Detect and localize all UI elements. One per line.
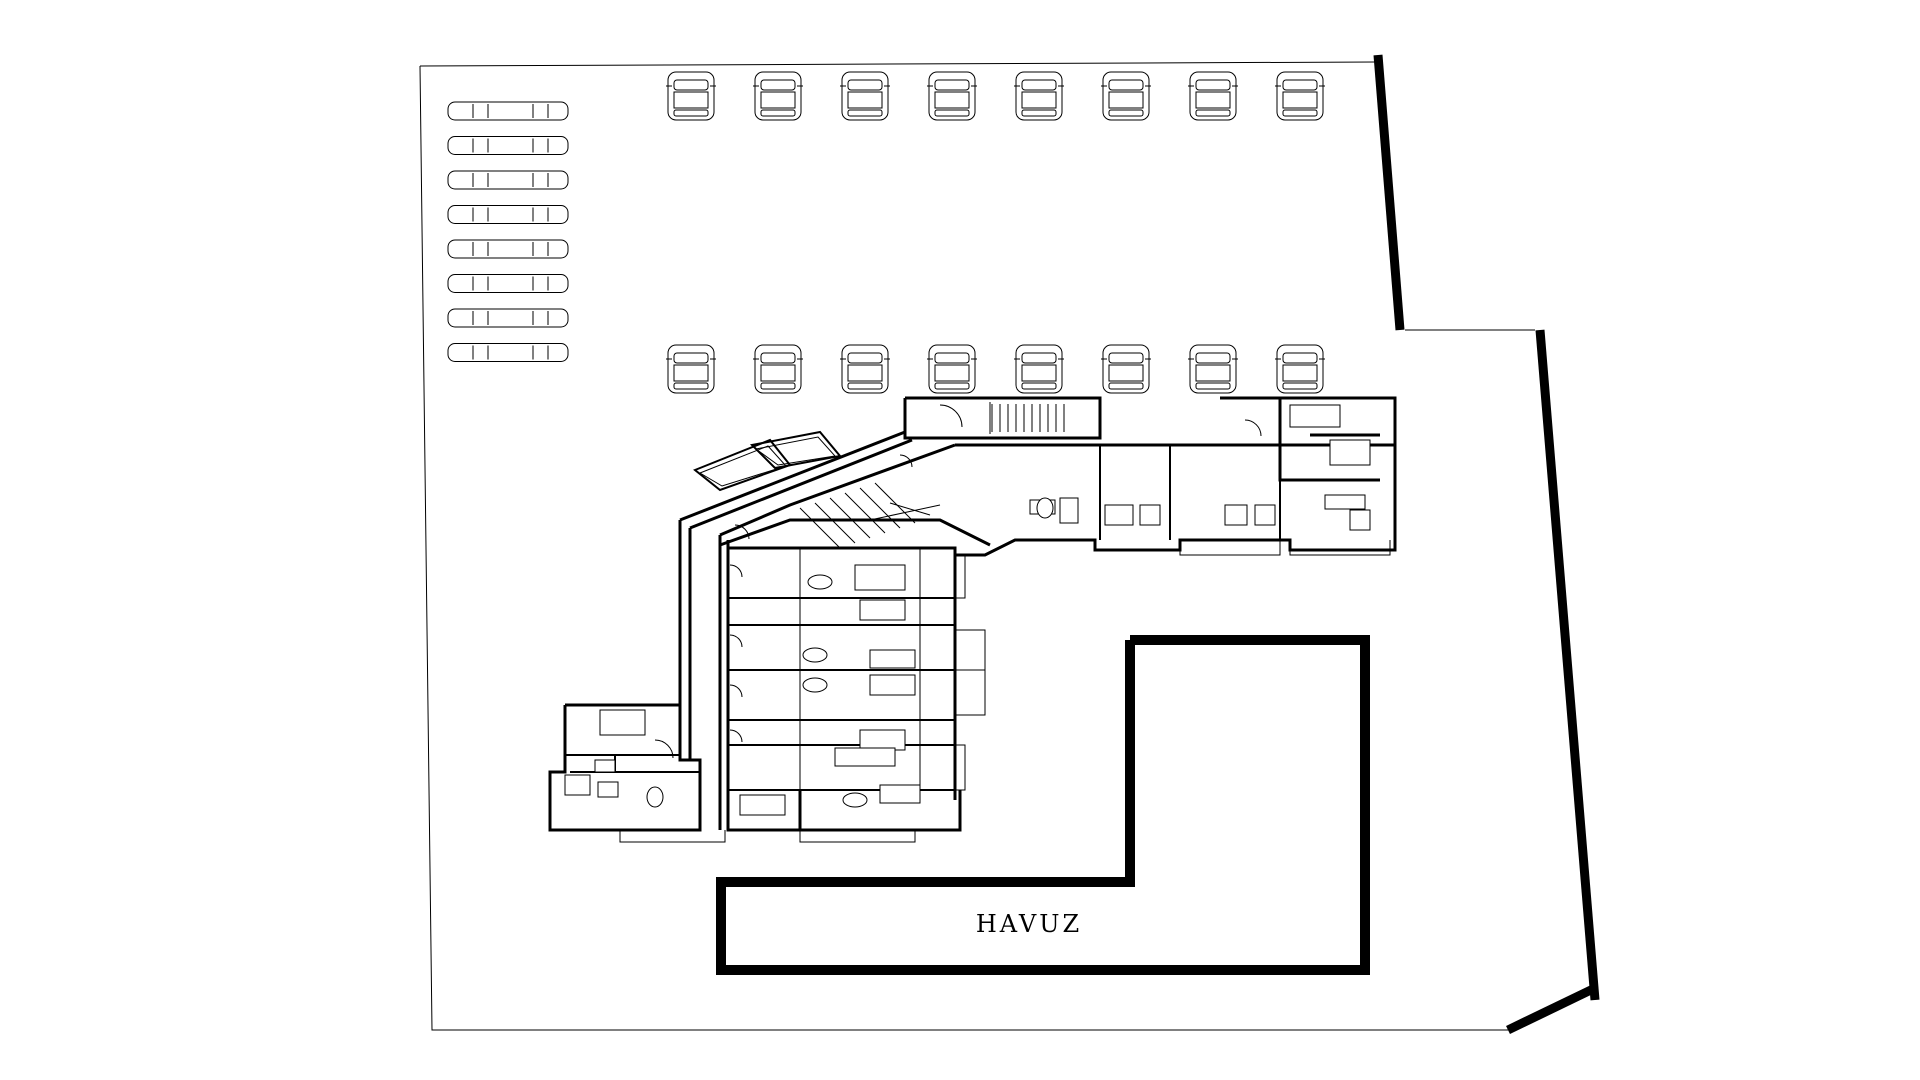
stair-diagonal bbox=[799, 482, 941, 549]
unit-north-east-outline bbox=[1220, 396, 1397, 550]
corridor-diagonal-outer bbox=[679, 430, 906, 522]
parking-row-north bbox=[666, 71, 1325, 121]
stair-core-north bbox=[903, 396, 1102, 440]
site-boundary bbox=[419, 61, 1535, 1031]
car-top-view-icon bbox=[927, 71, 977, 121]
car-top-view-icon bbox=[840, 71, 890, 121]
stair-treads-north bbox=[991, 404, 1065, 432]
building bbox=[548, 396, 1397, 843]
car-top-view-icon bbox=[1275, 71, 1325, 121]
car-side-view-icon bbox=[447, 239, 569, 259]
car-side-view-icon bbox=[447, 343, 569, 362]
car-top-view-icon bbox=[1188, 344, 1238, 394]
pool: HAVUZ bbox=[716, 635, 1370, 975]
car-top-view-icon bbox=[1188, 71, 1238, 121]
car-top-view-icon bbox=[840, 344, 890, 394]
boundary-walls bbox=[1373, 54, 1600, 1035]
boundary-wall-north-east bbox=[1373, 54, 1405, 331]
parking-column-west bbox=[447, 101, 569, 362]
car-top-view-icon bbox=[927, 344, 977, 394]
unit-south-west-outline bbox=[548, 703, 702, 832]
car-top-view-icon bbox=[753, 344, 803, 394]
car-side-view-icon bbox=[447, 274, 569, 293]
car-top-view-icon bbox=[1275, 344, 1325, 394]
pool-label: HAVUZ bbox=[976, 910, 1082, 938]
skylight-panels bbox=[693, 430, 842, 492]
car-top-view-icon bbox=[1101, 71, 1151, 121]
car-top-view-icon bbox=[666, 344, 716, 394]
parking-row-middle bbox=[666, 344, 1325, 394]
car-side-view-icon bbox=[447, 101, 569, 121]
furniture bbox=[564, 404, 1371, 816]
door-swings bbox=[654, 404, 1262, 759]
car-side-view-icon bbox=[447, 170, 569, 190]
boundary-wall-south-east bbox=[1506, 983, 1597, 1035]
wing-west-outline bbox=[728, 546, 957, 800]
car-top-view-icon bbox=[1101, 344, 1151, 394]
boundary-wall-east bbox=[1535, 329, 1600, 1001]
car-top-view-icon bbox=[1014, 71, 1064, 121]
car-top-view-icon bbox=[753, 71, 803, 121]
car-top-view-icon bbox=[1014, 344, 1064, 394]
car-top-view-icon bbox=[666, 71, 716, 121]
car-side-view-icon bbox=[447, 308, 569, 328]
car-side-view-icon bbox=[447, 136, 569, 155]
car-side-view-icon bbox=[447, 205, 569, 224]
